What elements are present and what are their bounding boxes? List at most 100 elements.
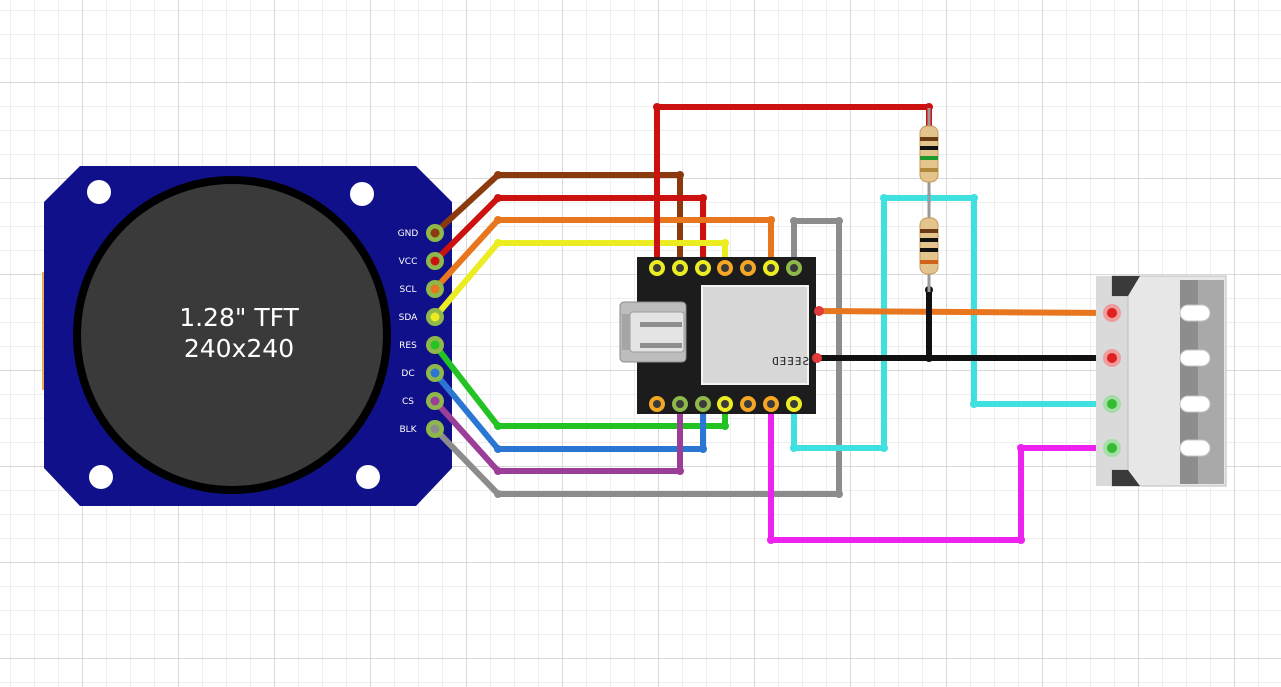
mcu-pin-hole — [699, 400, 707, 408]
connector-pin[interactable] — [1107, 308, 1117, 318]
wire-bend-point[interactable] — [676, 171, 684, 179]
wire-bend-point[interactable] — [880, 194, 888, 202]
mcu-side-pad[interactable] — [814, 306, 824, 316]
wire-bend-point[interactable] — [494, 171, 502, 179]
wire-bend-point[interactable] — [699, 194, 707, 202]
header-pin-hole — [430, 228, 440, 238]
jst-connector[interactable] — [1096, 275, 1227, 487]
wire-bend-point[interactable] — [925, 354, 933, 362]
wire-scl[interactable] — [432, 217, 774, 292]
connector-pin[interactable] — [1107, 443, 1117, 453]
usb-c-side — [622, 314, 630, 350]
wire-bend-point[interactable] — [790, 444, 798, 452]
wire-junctions — [494, 103, 1025, 544]
mounting-hole — [350, 182, 374, 206]
wire-bend-point[interactable] — [494, 467, 502, 475]
wire-bend-point[interactable] — [494, 194, 502, 202]
resistor-top[interactable] — [919, 108, 939, 198]
mcu-pin-hole — [767, 400, 775, 408]
connector-shadow — [1112, 470, 1140, 486]
wire-cs[interactable] — [432, 398, 683, 474]
mcu-pin-hole — [721, 264, 729, 272]
mounting-hole — [87, 180, 111, 204]
resistor-band — [920, 137, 938, 141]
wire-bend-point[interactable] — [790, 217, 798, 225]
wire-bend-point[interactable] — [721, 239, 729, 247]
wire-bend-point[interactable] — [925, 103, 933, 111]
connector-contact — [1179, 439, 1211, 457]
mounting-hole — [356, 465, 380, 489]
pin-label-dc: DC — [401, 369, 414, 379]
wire-bend-point[interactable] — [970, 194, 978, 202]
mcu-pin-hole — [721, 400, 729, 408]
wire-bend-point[interactable] — [676, 467, 684, 475]
pin-label-scl: SCL — [399, 285, 416, 295]
wire-bend-point[interactable] — [880, 444, 888, 452]
connector-contact — [1179, 349, 1211, 367]
resistor-band — [920, 229, 938, 233]
mcu-pin-hole — [676, 264, 684, 272]
wire-dc[interactable] — [432, 371, 706, 452]
mcu-pin-hole — [653, 400, 661, 408]
mcu-pin-hole — [653, 264, 661, 272]
resistor-band — [920, 156, 938, 160]
wire-vcc[interactable] — [432, 195, 706, 268]
wire-bend-point[interactable] — [970, 400, 978, 408]
connector-pin[interactable] — [1107, 399, 1117, 409]
display-header — [426, 224, 444, 438]
pin-label-vcc: VCC — [399, 257, 418, 267]
mcu-pin-hole — [790, 400, 798, 408]
wire-bend-point[interactable] — [494, 239, 502, 247]
connector-shadow — [1112, 276, 1140, 296]
resistor-band — [920, 168, 938, 172]
wire-bend-point[interactable] — [494, 445, 502, 453]
wire-bend-point[interactable] — [1017, 444, 1025, 452]
wire-bend-point[interactable] — [767, 536, 775, 544]
header-pin-hole — [430, 312, 440, 322]
connector-contact — [1179, 304, 1211, 322]
resistor-body — [919, 217, 939, 275]
resistor-band — [920, 238, 938, 242]
resistor-body — [919, 125, 939, 183]
header-pin-hole — [430, 368, 440, 378]
pin-label-cs: CS — [402, 397, 414, 407]
connector-pin[interactable] — [1107, 353, 1117, 363]
wire-sda[interactable] — [432, 240, 728, 319]
wire-bend-point[interactable] — [835, 490, 843, 498]
wire-bend-point[interactable] — [494, 216, 502, 224]
mcu-pin-hole — [744, 264, 752, 272]
wire-bend-point[interactable] — [653, 103, 661, 111]
resistor-band — [920, 260, 938, 264]
header-pin-hole — [430, 340, 440, 350]
wire-data-out[interactable] — [768, 404, 1110, 543]
wire-bend-point[interactable] — [1017, 536, 1025, 544]
usb-c-tongue — [640, 343, 682, 348]
resistor-band — [920, 146, 938, 150]
wire-res[interactable] — [432, 343, 728, 429]
header-pin-hole — [430, 256, 440, 266]
mcu-pin-hole — [676, 400, 684, 408]
resistor-bottom[interactable] — [919, 198, 939, 292]
connector-contact — [1179, 395, 1211, 413]
display-resolution: 240x240 — [184, 334, 294, 363]
wire-bend-point[interactable] — [494, 490, 502, 498]
rf-shield — [701, 285, 809, 385]
wire-bend-point[interactable] — [835, 217, 843, 225]
mcu-side-pad[interactable] — [812, 353, 822, 363]
wire-bend-point[interactable] — [699, 445, 707, 453]
wire-bend-point[interactable] — [721, 422, 729, 430]
header-pin-hole — [430, 284, 440, 294]
pin-label-gnd: GND — [398, 229, 419, 239]
header-pin-hole — [430, 396, 440, 406]
wire-bend-point[interactable] — [767, 216, 775, 224]
wire-power-out[interactable] — [818, 308, 1111, 316]
display-title: 1.28" TFT — [179, 303, 299, 332]
round-screen — [81, 184, 383, 486]
usb-c-tongue — [640, 322, 682, 327]
header-pin-hole — [430, 424, 440, 434]
wire-bend-point[interactable] — [494, 422, 502, 430]
mcu-pin-hole — [790, 264, 798, 272]
seeed-xiao-board[interactable]: SEEED — [619, 257, 824, 414]
